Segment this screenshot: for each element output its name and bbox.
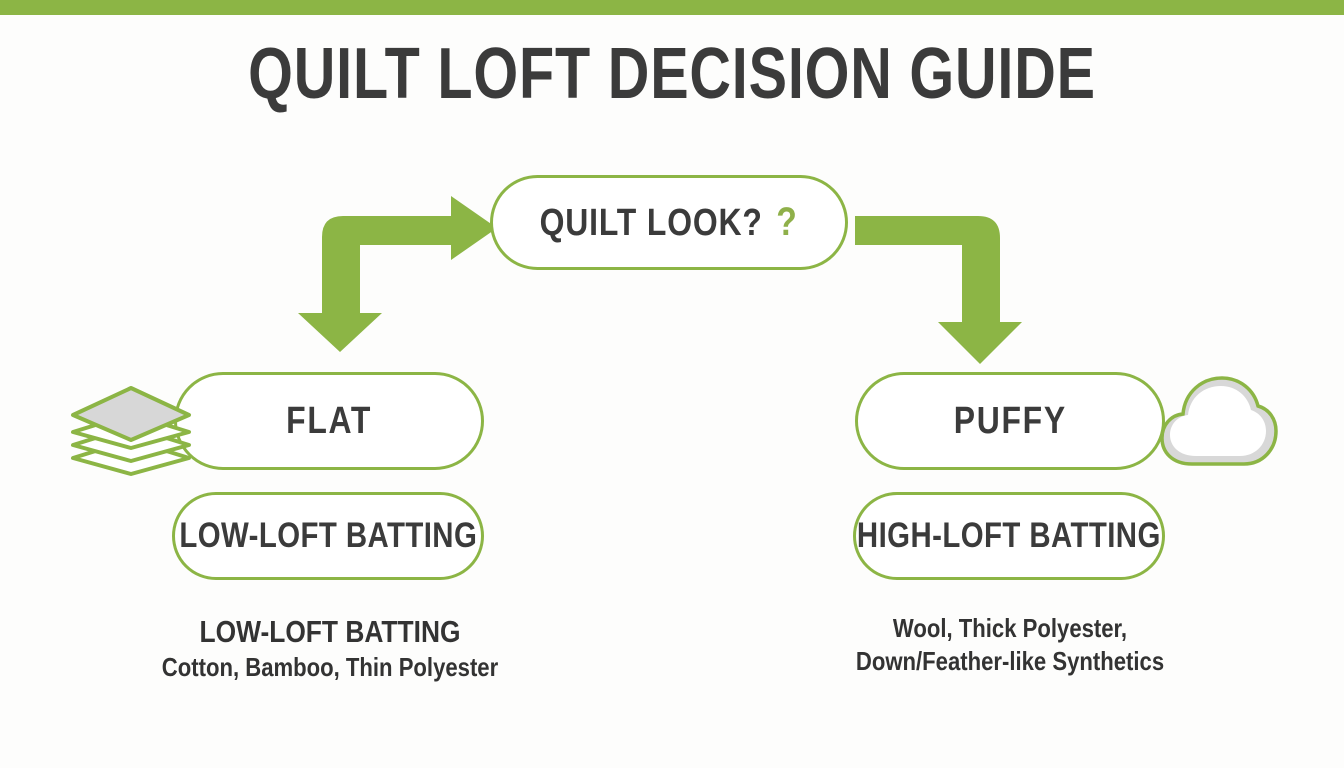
result-node-low-loft-label: LOW-LOFT BATTING <box>179 516 477 555</box>
caption-right: Wool, Thick Polyester, Down/Feather-like… <box>790 612 1230 678</box>
caption-left-head: LOW-LOFT BATTING <box>199 614 461 649</box>
result-node-high-loft-label: HIGH-LOFT BATTING <box>857 516 1161 555</box>
decision-node-quilt-look[interactable]: QUILT LOOK?? <box>490 175 848 270</box>
elbow-arrow-left <box>298 196 497 352</box>
caption-left-line-1: Cotton, Bamboo, Thin Polyester <box>161 652 499 683</box>
option-node-flat-label: FLAT <box>286 399 372 442</box>
page-title: QUILT LOFT DECISION GUIDE <box>248 34 1096 114</box>
caption-left: LOW-LOFT BATTING Cotton, Bamboo, Thin Po… <box>110 612 550 684</box>
result-node-high-loft-batting[interactable]: HIGH-LOFT BATTING <box>853 492 1165 580</box>
option-node-puffy-label: PUFFY <box>953 399 1067 442</box>
option-node-puffy[interactable]: PUFFY <box>855 372 1165 470</box>
cloud-body <box>1170 386 1266 456</box>
stack-icon <box>71 386 191 476</box>
elbow-arrow-right <box>855 216 1022 364</box>
caption-right-line-1: Wool, Thick Polyester, <box>892 613 1128 643</box>
result-node-low-loft-batting[interactable]: LOW-LOFT BATTING <box>172 492 484 580</box>
caption-right-line-2: Down/Feather-like Synthetics <box>855 645 1165 676</box>
option-node-flat[interactable]: FLAT <box>174 372 484 470</box>
decision-node-label: QUILT LOOK?? <box>539 200 798 244</box>
cloud-icon <box>1160 376 1278 466</box>
top-accent-bar <box>0 0 1344 15</box>
question-mark-icon: ? <box>776 200 798 244</box>
